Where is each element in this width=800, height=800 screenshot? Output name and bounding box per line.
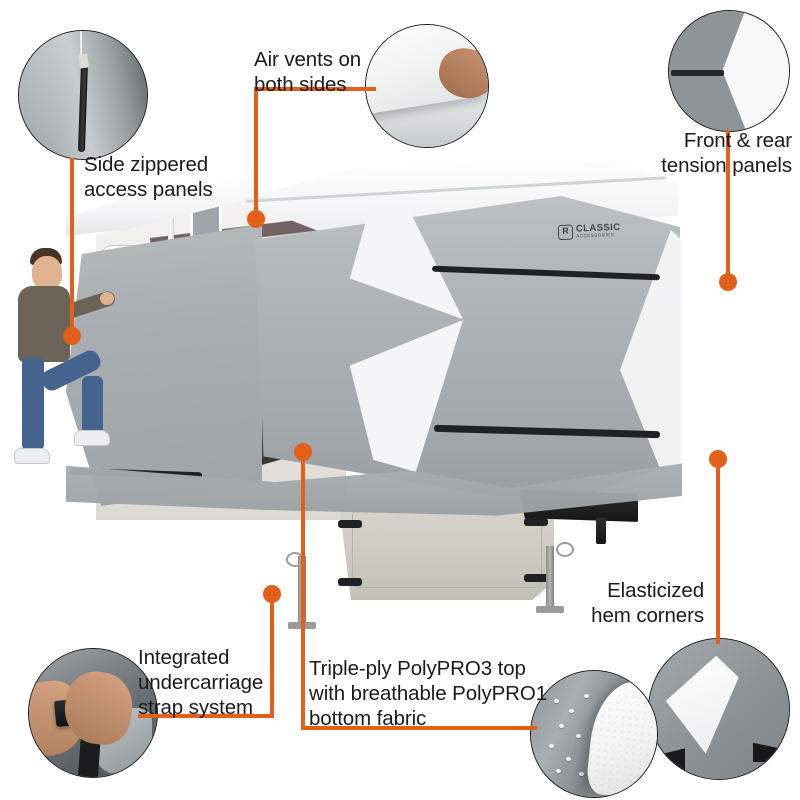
connector-dot-strap: [263, 585, 281, 603]
person-shoe: [14, 448, 50, 464]
connector-line-triple-ply-vertical: [301, 450, 305, 730]
callout-image-triple-ply-fabric[interactable]: [530, 670, 658, 798]
person-shoe: [74, 430, 110, 446]
zipper-icon: [19, 31, 147, 159]
undercarriage-strap: [524, 518, 548, 526]
callout-label-air-vents: Air vents on both sides: [254, 48, 362, 96]
person-leg-back: [22, 358, 44, 450]
seam-line: [80, 31, 83, 65]
connector-dot-side-zippered: [63, 327, 81, 345]
stabilizer-jack-foot: [536, 606, 564, 613]
callout-image-undercarriage-strap-system[interactable]: [28, 648, 158, 778]
connector-line-hem-corners: [716, 458, 720, 644]
hem-shadow: [752, 742, 789, 763]
hem-corner-icon: [649, 639, 789, 779]
undercarriage-strap: [338, 578, 362, 586]
connector-line-tension-panels: [726, 130, 730, 282]
connector-line-air-vents-vertical: [254, 87, 258, 217]
connector-dot-tension-panels: [719, 273, 737, 291]
callout-image-front-rear-tension-panels[interactable]: [668, 10, 790, 132]
person-torso: [18, 286, 70, 362]
connector-line-strap-vertical: [270, 598, 274, 718]
product-photo: R CLASSIC ACCESSORIES: [0, 160, 800, 640]
callout-image-side-zippered-access-panels[interactable]: [18, 30, 148, 160]
rv-hitch-post: [596, 518, 606, 544]
callout-label-front-rear-tension-panels: Front & rear tension panels: [661, 129, 792, 177]
jack-handle-icon: [556, 542, 574, 557]
tension-panel-wedge: [722, 11, 789, 131]
tension-panel-icon: [669, 11, 789, 131]
person-head: [32, 256, 62, 290]
brand-logo: R CLASSIC ACCESSORIES: [557, 222, 621, 241]
zipper-pull: [78, 53, 89, 69]
cover-side-panel: [255, 196, 680, 506]
fabric-layers-icon: [531, 671, 657, 797]
undercarriage-hatch: [352, 508, 542, 588]
tension-panel-strap: [671, 69, 725, 76]
callout-image-elasticized-hem-corners[interactable]: [648, 638, 790, 780]
stabilizer-jack: [546, 546, 554, 610]
connector-line-triple-ply-horizontal: [301, 726, 537, 730]
connector-dot-triple-ply: [294, 443, 312, 461]
callout-label-triple-ply-fabric: Triple-ply PolyPRO3 top with breathable …: [309, 657, 548, 730]
connector-line-strap-horizontal: [138, 714, 274, 718]
water-droplets: [531, 671, 657, 797]
strap-buckle-icon: [29, 649, 157, 777]
zipper-teeth: [77, 60, 89, 153]
undercarriage-strap: [524, 574, 548, 582]
brand-logo-mark: R: [557, 224, 574, 241]
connector-dot-hem-corners: [709, 450, 727, 468]
person-leg-front-shin: [82, 376, 103, 434]
brand-logo-subtitle: ACCESSORIES: [576, 232, 615, 239]
connector-dot-air-vents: [247, 210, 265, 228]
connector-line-air-vents-horizontal: [254, 87, 376, 91]
air-vent-icon: [366, 25, 488, 147]
undercarriage-strap: [338, 520, 362, 528]
callout-label-elasticized-hem-corners: Elasticized hem corners: [591, 579, 704, 627]
hem-peel-white: [665, 655, 739, 754]
callout-label-undercarriage-strap-system: Integrated undercarriage strap system: [138, 646, 264, 719]
person-hand: [100, 292, 114, 305]
callout-image-air-vents[interactable]: [365, 24, 489, 148]
connector-line-side-zippered: [70, 158, 74, 335]
callout-label-side-zippered-access-panels: Side zippered access panels: [84, 153, 213, 201]
